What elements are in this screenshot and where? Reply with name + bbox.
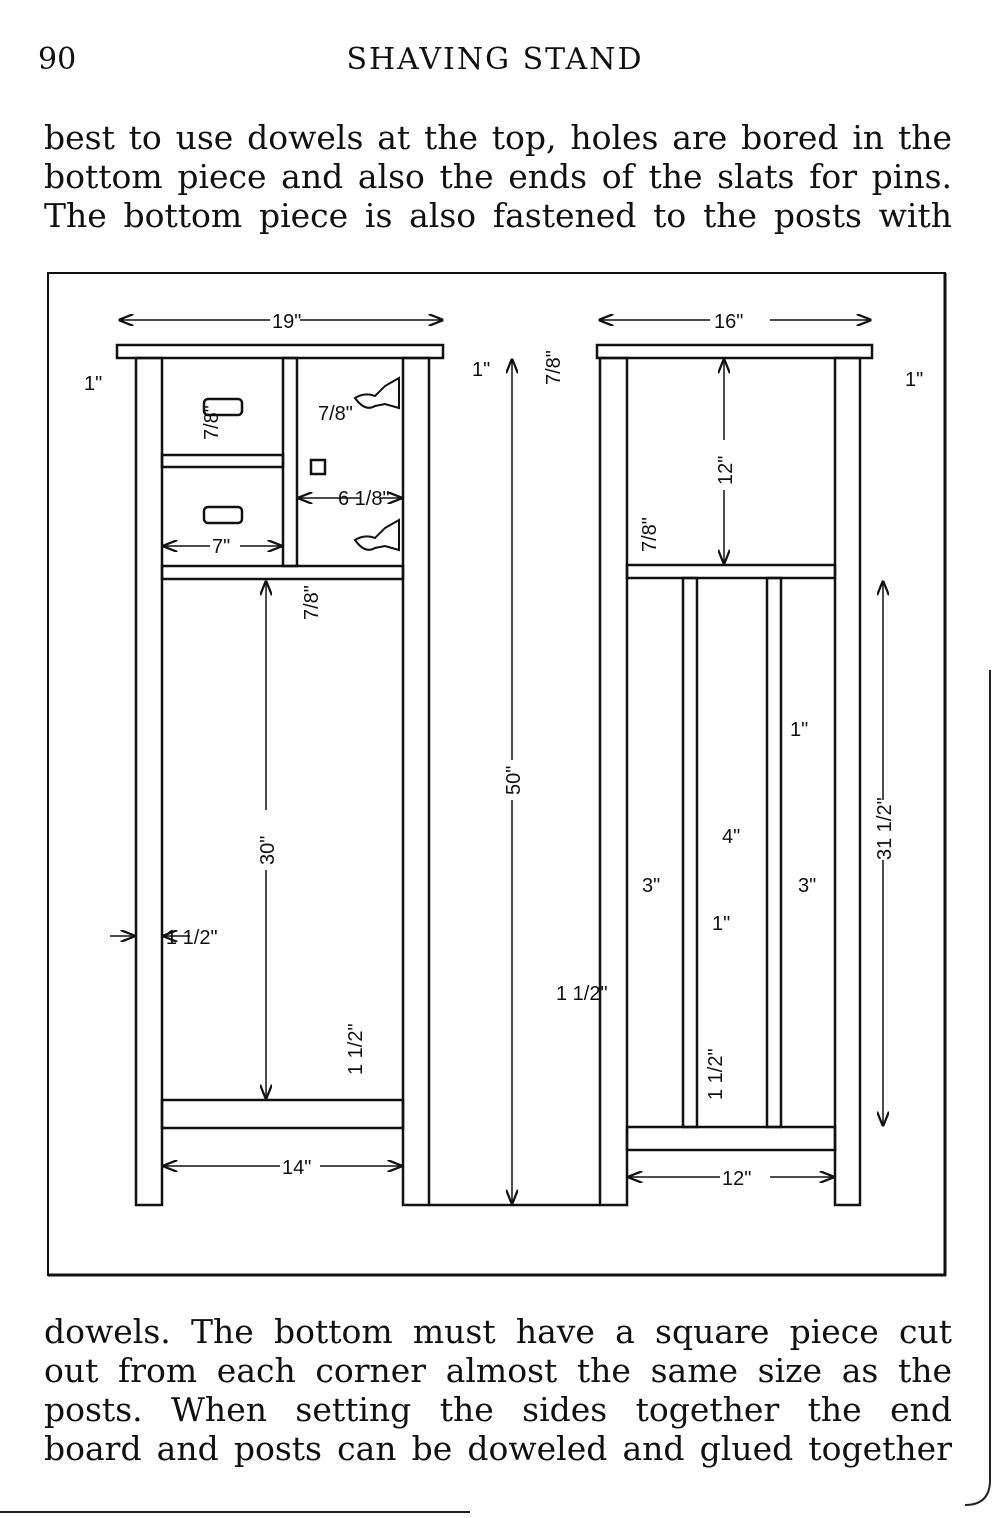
dim-width-front: 19" xyxy=(272,311,301,333)
dim-side-post: 1 1/2" xyxy=(556,983,608,1005)
dim-slat-left-gap: 3" xyxy=(642,875,660,897)
page-number: 90 xyxy=(38,42,77,77)
dim-overhang-mid: 1" xyxy=(472,359,490,381)
text-line: board and posts can be doweled and glued… xyxy=(44,1429,952,1468)
dim-overhang-left: 1" xyxy=(84,373,102,395)
dim-top-thickness: 7/8" xyxy=(543,350,565,385)
dim-slat-height: 31 1/2" xyxy=(874,797,896,860)
dim-bottom-width: 14" xyxy=(282,1157,311,1179)
dim-divider: 7/8" xyxy=(318,403,353,425)
dim-side-upper: 12" xyxy=(715,456,737,485)
dim-slat-gap: 4" xyxy=(722,826,740,848)
page-edge xyxy=(964,670,991,1506)
text-line: bottom piece and also the ends of the sl… xyxy=(44,157,952,196)
dim-drawer-shelf: 7/8" xyxy=(201,405,223,440)
dim-height-lower: 30" xyxy=(257,836,279,865)
bottom-rule xyxy=(0,1511,470,1513)
dim-side-bottom-width: 12" xyxy=(722,1168,751,1190)
dim-drawer-width: 7" xyxy=(212,536,230,558)
text-line: out from each corner almost the same siz… xyxy=(44,1351,952,1390)
dim-compartment-width: 6 1/8" xyxy=(338,488,390,510)
dim-overhang-right: 1" xyxy=(905,369,923,391)
dim-side-rail: 1 1/2" xyxy=(705,1048,727,1100)
dim-width-side: 16" xyxy=(714,311,743,333)
text-line: dowels. The bottom must have a square pi… xyxy=(44,1312,952,1351)
running-title: SHAVING STAND xyxy=(346,42,644,77)
dim-post-width: 1 1/2" xyxy=(166,927,218,949)
dim-side-shelf: 7/8" xyxy=(639,517,661,552)
dim-slat-width-2: 1" xyxy=(712,913,730,935)
side-view xyxy=(595,343,874,1207)
dimension-labels: 19" 16" 1" 1" 1" 7/8" 7/8" 7/8" 6 1/8" 7… xyxy=(84,311,923,1190)
top-paragraph: best to use dowels at the top, holes are… xyxy=(44,118,952,235)
bottom-paragraph: dowels. The bottom must have a square pi… xyxy=(44,1312,952,1468)
text-line: The bottom piece is also fastened to the… xyxy=(44,196,952,235)
dim-slat-right-gap: 3" xyxy=(798,875,816,897)
dim-bottom-rail: 1 1/2" xyxy=(345,1023,367,1075)
text-line: posts. When setting the sides together t… xyxy=(44,1390,952,1429)
dim-shelf-thickness: 7/8" xyxy=(301,585,323,620)
front-view xyxy=(115,343,600,1207)
text-line: best to use dowels at the top, holes are… xyxy=(44,118,952,157)
dim-height-total: 50" xyxy=(503,766,525,795)
dimension-lines xyxy=(110,320,883,1203)
figure-frame xyxy=(47,272,947,1277)
dim-slat-width: 1" xyxy=(790,719,808,741)
